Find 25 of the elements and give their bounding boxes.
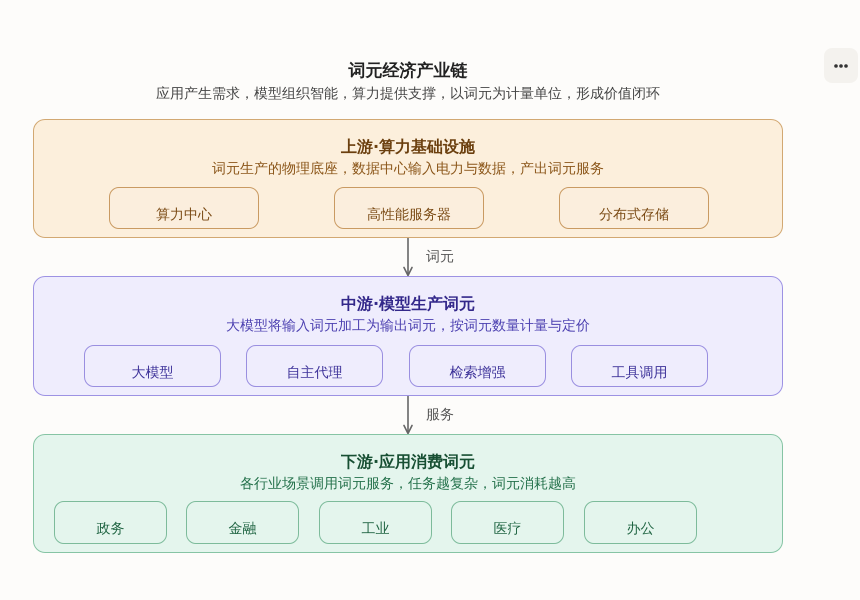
tier-heading: 中游·模型生产词元 <box>340 293 476 315</box>
diagram-title: 词元经济产业链 <box>347 60 468 82</box>
sector-card: 检索增强 <box>409 345 546 387</box>
sector-card: 金融 <box>186 501 299 544</box>
sector-card: 分布式存储 <box>559 187 709 229</box>
tier-heading: 上游·算力基础设施 <box>340 136 476 158</box>
sector-card: 工业 <box>319 501 432 544</box>
tier-description: 大模型将输入词元加工为输出词元，按词元数量计量与定价 <box>225 317 591 336</box>
tier-description: 各行业场景调用词元服务，任务越复杂，词元消耗越高 <box>239 475 577 494</box>
sector-card: 高性能服务器 <box>334 187 484 229</box>
sector-card: 自主代理 <box>246 345 383 387</box>
flow-arrow <box>403 238 413 276</box>
tier-panel <box>33 119 783 238</box>
subtitle: 应用产生需求，模型组织智能，算力提供支撑，以词元为计量单位，形成价值闭环 <box>155 85 661 104</box>
sector-card: 大模型 <box>84 345 221 387</box>
sector-card: 医疗 <box>451 501 564 544</box>
tier-heading: 下游·应用消费词元 <box>340 451 476 473</box>
tier-panel <box>33 276 783 396</box>
tier-panel <box>33 434 783 553</box>
sector-card: 政务 <box>54 501 167 544</box>
sector-card: 工具调用 <box>571 345 708 387</box>
tier-description: 词元生产的物理底座，数据中心输入电力与数据，产出词元服务 <box>211 160 605 179</box>
sector-card: 算力中心 <box>109 187 259 229</box>
flow-arrow <box>403 396 413 434</box>
sector-card: 办公 <box>584 501 697 544</box>
